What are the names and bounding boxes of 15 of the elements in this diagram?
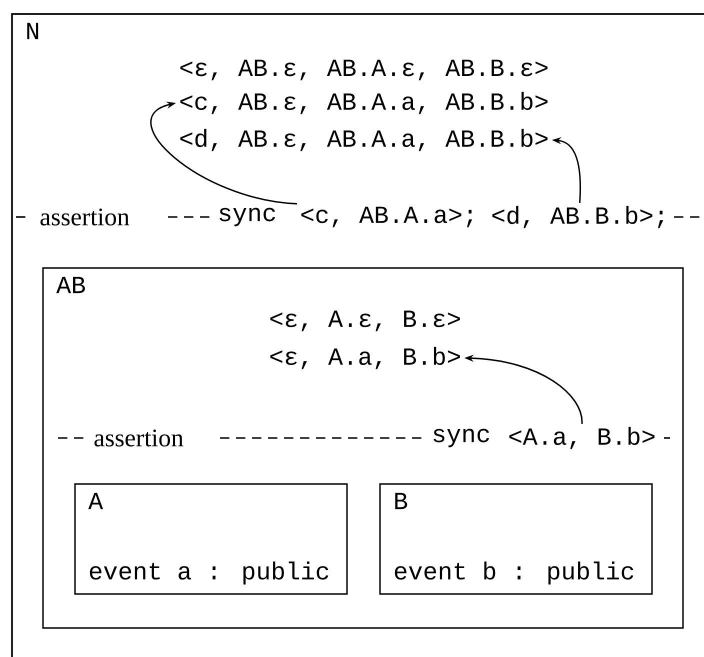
state-tuple: <c, AB.A.a>;	[301, 206, 472, 228]
timeline-label: sync	[220, 208, 275, 226]
state-tuple: <c, AB.ε, AB.A.a, AB.B.b>	[180, 92, 548, 114]
state-tuple: <A.a, B.b>	[509, 426, 655, 450]
timeline-label: assertion	[40, 208, 130, 226]
state-tuple: <ε, A.ε, B.ε>	[270, 310, 460, 332]
state-tuple: <d, AB.B.b>;	[492, 206, 664, 228]
component-box: A event a : public	[74, 483, 348, 595]
state-tuple: <ε, A.a, B.b>	[270, 346, 460, 370]
component-box: B event b : public	[379, 483, 653, 595]
timeline-label: sync	[434, 428, 489, 448]
state-tuple: <ε, AB.ε, AB.A.ε, AB.B.ε>	[180, 60, 548, 80]
state-tuple: <d, AB.ε, AB.A.a, AB.B.b>	[180, 128, 548, 152]
timeline-label: assertion	[94, 430, 184, 446]
arrow	[150, 102, 298, 204]
